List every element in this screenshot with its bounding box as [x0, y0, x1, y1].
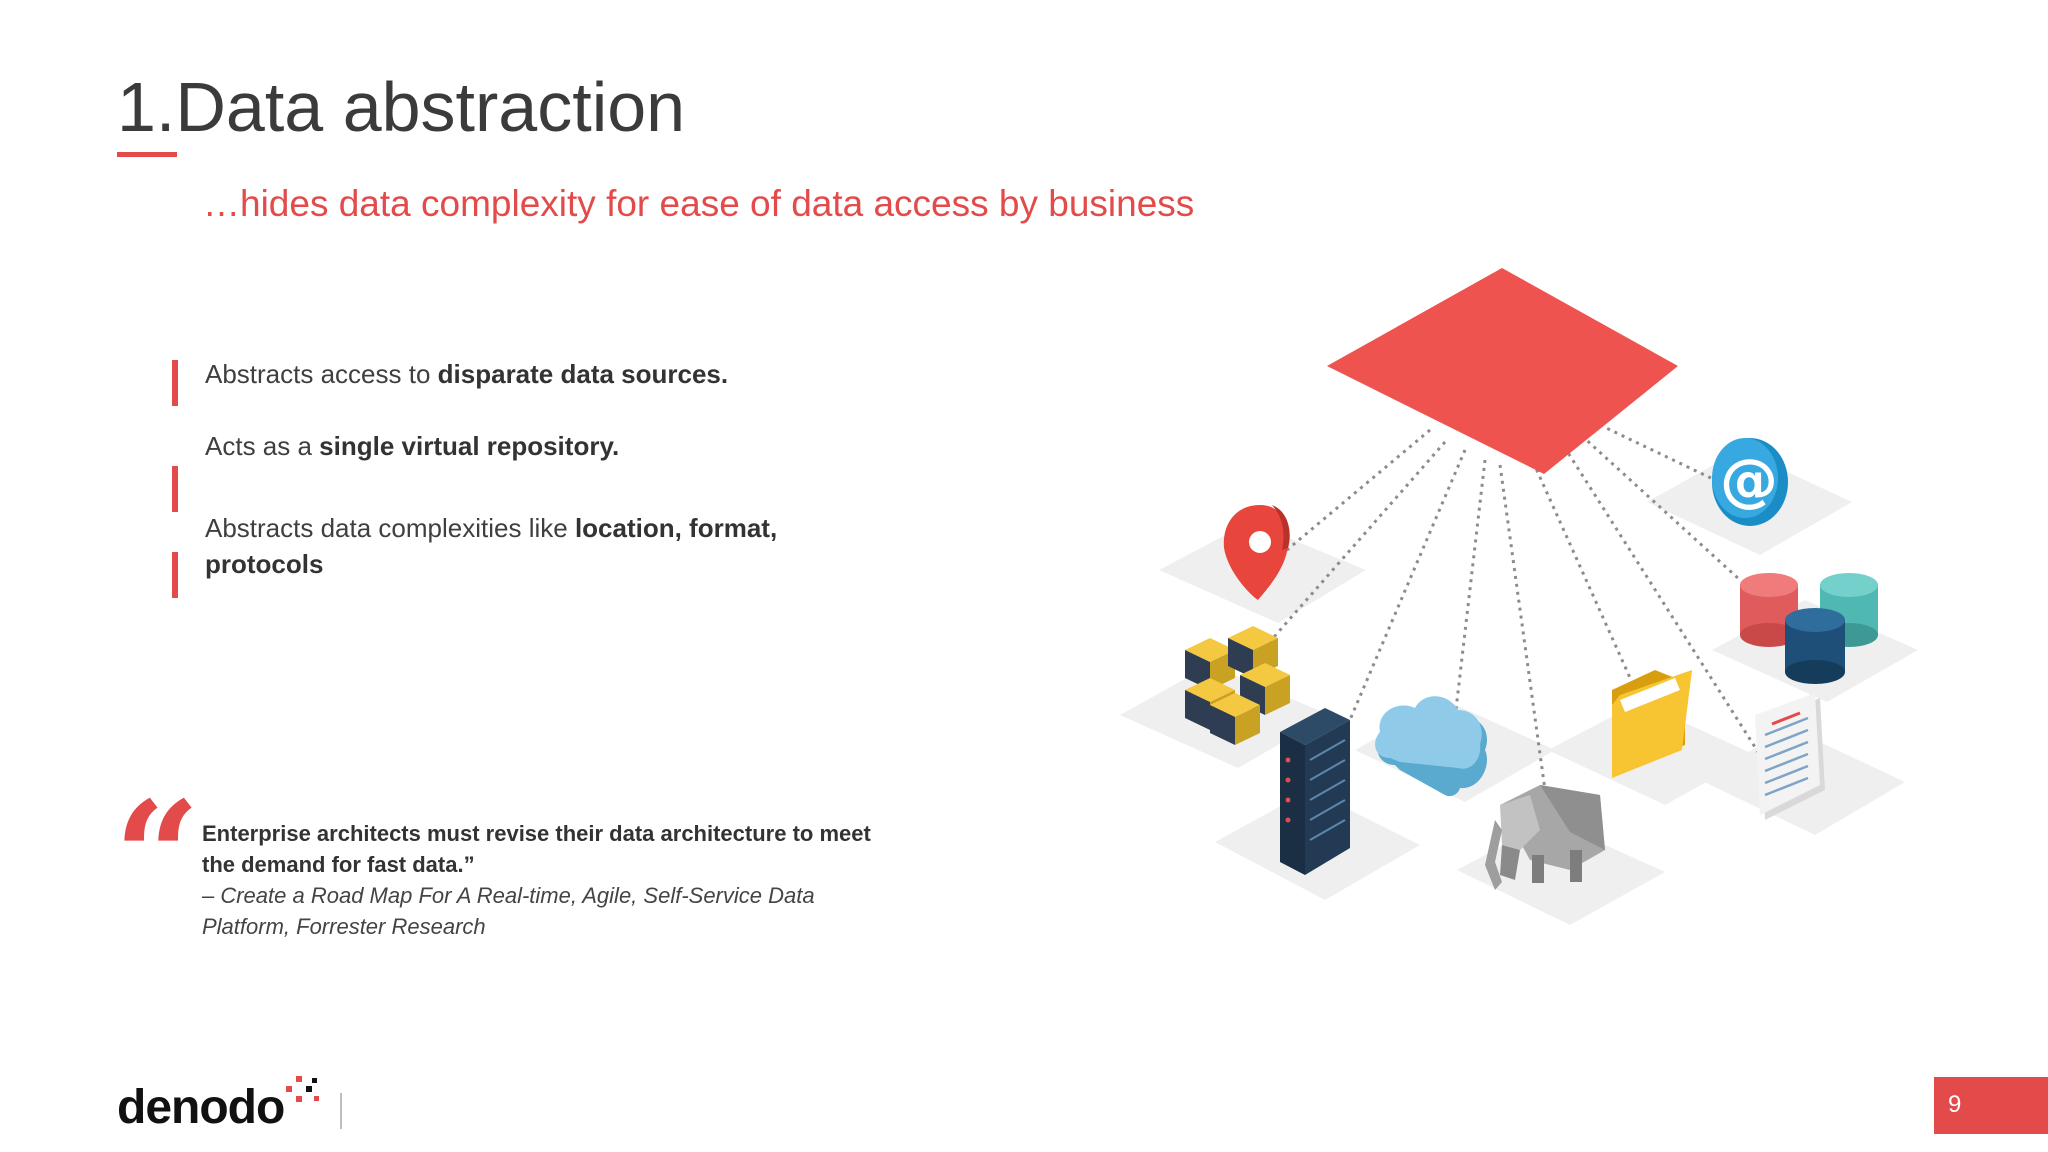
at-sign-icon: @: [1712, 438, 1788, 526]
quote-line: Enterprise architects must revise their …: [202, 821, 871, 846]
abstraction-layer-icon: [1327, 268, 1678, 474]
page-number: 9: [1948, 1091, 1962, 1118]
connector: [1528, 454, 1642, 701]
page-title: 1.Data abstraction: [117, 68, 686, 146]
cubes-icon: [1185, 626, 1290, 745]
bullet-3: Abstracts data complexities like locatio…: [205, 510, 777, 546]
folder-icon: [1612, 670, 1692, 778]
bullet-2-bold: single virtual repository.: [319, 431, 620, 461]
location-pin-icon: [1223, 505, 1290, 600]
bullet-marker: [172, 466, 178, 512]
cloud-icon: [1375, 696, 1488, 797]
connectors: [1243, 423, 1762, 791]
bullet-2-text: Acts as a: [205, 431, 320, 461]
connector: [1558, 439, 1762, 756]
bullet-1-text: Abstracts access to: [205, 359, 438, 389]
quote-line: the demand for fast data.”: [202, 852, 475, 877]
connector: [1498, 464, 1547, 791]
location-pin-dot: [1249, 531, 1271, 553]
page-subtitle: …hides data complexity for ease of data …: [203, 183, 1195, 224]
quote-source: – Create a Road Map For A Real-time, Agi…: [202, 880, 882, 942]
database-icon: [1740, 573, 1878, 684]
title-underline: [117, 152, 177, 157]
bullet-2: Acts as a single virtual repository.: [205, 428, 619, 464]
connector: [1599, 423, 1716, 482]
quote-mark-icon: “: [114, 769, 201, 945]
bullet-3-cont: protocols: [205, 546, 323, 582]
data-sources-illustration: @: [1120, 268, 1918, 925]
denodo-logo: denodo: [117, 1081, 285, 1134]
footer-divider: [340, 1093, 342, 1129]
bullet-1: Abstracts access to disparate data sourc…: [205, 356, 728, 392]
connector: [1453, 459, 1487, 719]
quote-text: Enterprise architects must revise their …: [202, 818, 922, 880]
quote-source-line: Platform, Forrester Research: [202, 914, 486, 939]
bullet-3-text: Abstracts data complexities like: [205, 513, 575, 543]
logo-dots-icon: [286, 1076, 319, 1102]
connector: [1243, 441, 1447, 671]
svg-text:@: @: [1720, 446, 1778, 514]
connector: [1274, 428, 1431, 562]
quote-source-line: – Create a Road Map For A Real-time, Agi…: [202, 883, 815, 908]
bullet-1-bold: disparate data sources.: [437, 359, 729, 389]
bullet-marker: [172, 360, 178, 406]
page-number-badge: [1934, 1077, 2048, 1134]
bullet-3-bold: location, format,: [574, 513, 778, 543]
elephant-icon: [1485, 785, 1605, 890]
bullet-marker: [172, 552, 178, 598]
bullet-3-bold-cont: protocols: [205, 549, 324, 579]
document-icon: [1755, 693, 1825, 820]
server-icon: [1280, 708, 1350, 875]
